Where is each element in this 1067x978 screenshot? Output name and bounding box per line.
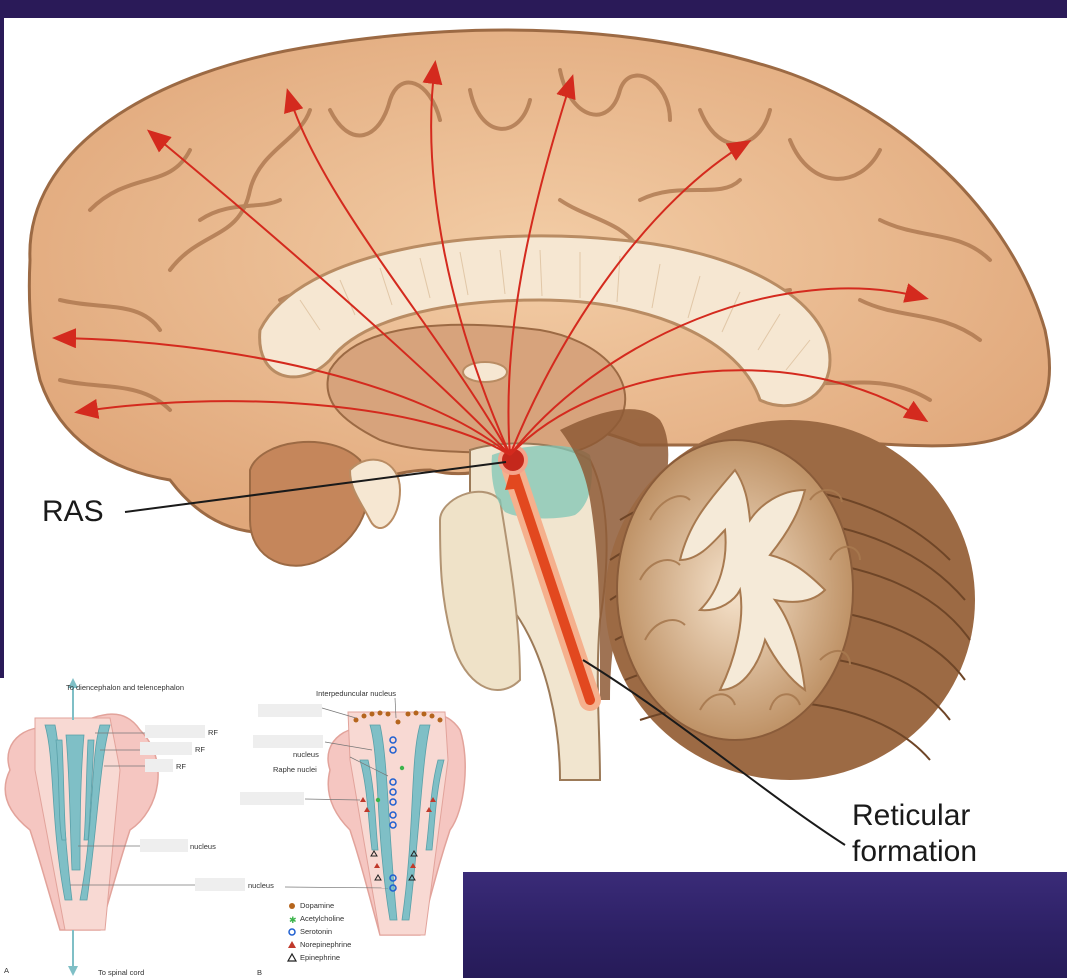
legend-serotonin-label: Serotonin [300, 927, 332, 936]
diagram-b-label-nucleus: nucleus [293, 750, 319, 759]
diagram-b-blank-1 [258, 704, 322, 717]
diagram-a-blank-1 [145, 725, 205, 738]
diagram-a-label-nucleus-2: nucleus [248, 881, 274, 890]
diagram-b-top-caption: Interpeduncular nucleus [316, 689, 396, 698]
legend-norepinephrine-label: Norepinephrine [300, 940, 351, 949]
diagram-a-label-rf-2: RF [195, 745, 205, 754]
diagram-a-label-rf-3: RF [176, 762, 186, 771]
diagram-a-blank-3 [145, 759, 173, 772]
svg-text:✱: ✱ [289, 916, 297, 926]
diagram-a-blank-2 [140, 742, 192, 755]
diagram-a-blank-5 [195, 878, 245, 891]
slide-decoration-panel [463, 872, 1067, 978]
diagram-a-blank-4 [140, 839, 188, 852]
diagram-b-blank-2 [253, 735, 323, 748]
diagram-b-blank-3 [240, 792, 304, 805]
diagram-b-label-raphe: Raphe nuclei [273, 765, 317, 774]
legend-acetylcholine-label: Acetylcholine [300, 914, 344, 923]
diagram-a-bottom-caption: To spinal cord [98, 968, 144, 977]
diagram-a-top-caption: To diencephalon and telencephalon [66, 683, 184, 692]
diagram-b-panel-letter: B [257, 968, 262, 977]
diagram-a-label-nucleus-1: nucleus [190, 842, 216, 851]
legend-dopamine-label: Dopamine [300, 901, 334, 910]
diagram-a-panel-letter: A [4, 966, 9, 975]
legend-epinephrine-label: Epinephrine [300, 953, 340, 962]
diagram-a-label-rf-1: RF [208, 728, 218, 737]
